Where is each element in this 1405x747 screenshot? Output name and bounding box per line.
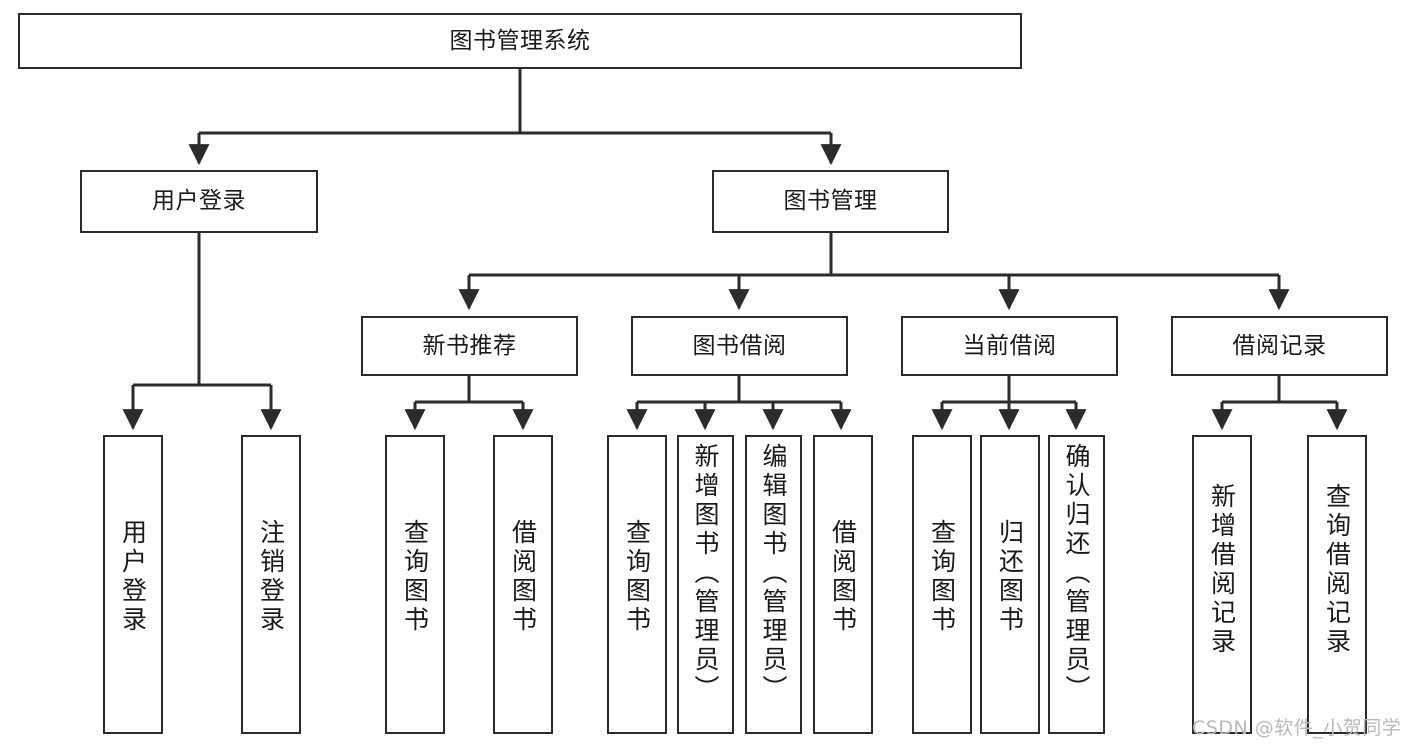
leaf-record-add-borrow-record[interactable]: 新增借阅记录 [1192,435,1252,734]
csdn-watermark: CSDN @软件_小贺同学 [1192,717,1402,739]
node-root-book-management-system[interactable]: 图书管理系统 [18,13,1022,69]
node-label: 查询图书 [622,519,652,635]
node-label: 新增图书（管理员） [691,443,720,704]
leaf-borrow-edit-book-admin[interactable]: 编辑图书（管理员） [745,435,802,734]
node-label: 查询图书 [927,519,957,635]
node-label: 新增借阅记录 [1207,483,1237,657]
leaf-new-book-borrow-books[interactable]: 借阅图书 [493,435,553,734]
leaf-borrow-add-book-admin[interactable]: 新增图书（管理员） [677,435,734,734]
node-user-login[interactable]: 用户登录 [80,170,318,233]
node-label: 用户登录 [152,188,246,215]
leaf-user-login-logout[interactable]: 注销登录 [241,435,301,734]
node-label: 借阅记录 [1232,332,1327,359]
node-label: 用户登录 [118,519,148,635]
node-label: 当前借阅 [962,332,1057,359]
node-label: 归还图书 [995,519,1025,635]
node-label: 编辑图书（管理员） [759,443,788,704]
node-label: 查询借阅记录 [1322,483,1352,657]
leaf-current-confirm-return-admin[interactable]: 确认归还（管理员） [1048,435,1105,734]
node-book-borrow[interactable]: 图书借阅 [631,316,848,376]
leaf-borrow-borrow-books[interactable]: 借阅图书 [813,435,873,734]
node-borrow-record[interactable]: 借阅记录 [1171,316,1388,376]
leaf-new-book-query-books[interactable]: 查询图书 [385,435,445,734]
node-label: 借阅图书 [828,519,858,635]
node-label: 确认归还（管理员） [1062,443,1091,704]
node-label: 查询图书 [400,519,430,635]
leaf-record-query-borrow-record[interactable]: 查询借阅记录 [1307,435,1367,734]
leaf-current-return-books[interactable]: 归还图书 [980,435,1040,734]
leaf-user-login-login[interactable]: 用户登录 [103,435,163,734]
node-label: 图书管理系统 [449,27,591,54]
node-new-book-recommend[interactable]: 新书推荐 [361,316,578,376]
leaf-current-query-books[interactable]: 查询图书 [912,435,972,734]
node-label: 图书管理 [783,188,878,215]
node-label: 图书借阅 [692,332,787,359]
node-label: 借阅图书 [508,519,538,635]
node-label: 注销登录 [256,519,286,635]
node-book-management[interactable]: 图书管理 [712,170,949,233]
node-label: 新书推荐 [422,332,517,359]
node-current-borrow[interactable]: 当前借阅 [901,316,1118,376]
leaf-borrow-query-books[interactable]: 查询图书 [607,435,667,734]
